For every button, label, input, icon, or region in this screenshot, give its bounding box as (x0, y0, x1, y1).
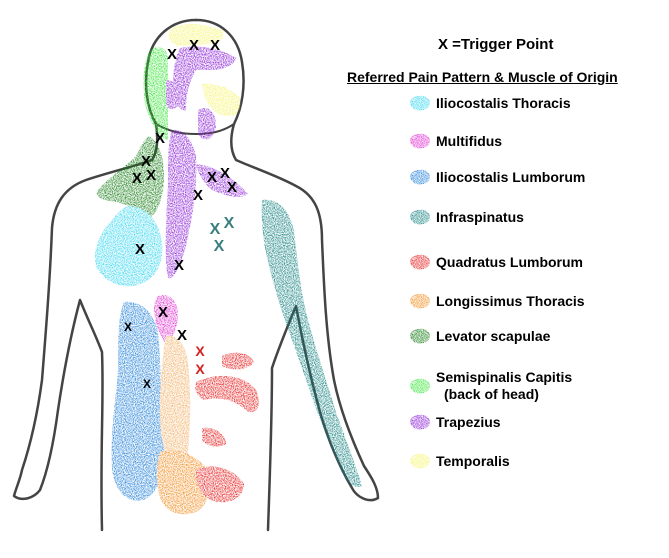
legend-label: Levator scapulae (436, 327, 551, 344)
swatch-blob (410, 328, 430, 344)
swatch-trapezius (408, 413, 432, 431)
swatch-iliocostalis-thoracis (408, 94, 432, 112)
swatch-blob (410, 169, 430, 185)
trigger-point: X (141, 153, 151, 170)
body-outline (12, 18, 198, 532)
legend-item-longissimus-thoracis: Longissimus Thoracis (408, 288, 585, 314)
zone-longissimus-upper (159, 335, 191, 469)
legend-label: Trapezius (436, 413, 501, 430)
trigger-point: X (189, 37, 199, 54)
swatch-blob (410, 378, 430, 394)
zone-quadratus-lumborum-4 (196, 466, 244, 503)
swatch-shape (410, 169, 430, 185)
swatch-shape (410, 414, 430, 430)
legend-label: Quadratus Lumborum (436, 253, 584, 270)
swatch-longissimus-thoracis (408, 292, 432, 310)
zone-trapezius-shoulder (196, 164, 248, 197)
legend-title: X =Trigger Point (438, 36, 554, 53)
trigger-point: X (174, 257, 184, 274)
zone-trapezius-neck (198, 107, 216, 140)
trigger-point: X (224, 215, 235, 232)
legend-label: Semispinalis Capitis (back of head) (436, 369, 572, 403)
zone-quadratus-lumborum-2 (195, 375, 259, 413)
zone-iliocostalis-lumborum (111, 301, 165, 501)
trigger-point: X (135, 241, 145, 258)
legend-label-sub: (back of head) (444, 386, 539, 402)
legend-item-iliocostalis-thoracis: Iliocostalis Thoracis (408, 90, 571, 116)
trigger-point: X (143, 377, 151, 391)
legend-item-multifidus: Multifidus (408, 128, 502, 154)
legend-label: Iliocostalis Lumborum (436, 168, 586, 185)
swatch-shape (410, 293, 430, 309)
zone-multifidus (154, 294, 178, 344)
swatch-blob (410, 254, 430, 270)
trigger-point: X (155, 130, 165, 147)
trigger-point: X (124, 320, 132, 334)
swatch-multifidus (408, 132, 432, 150)
zone-trapezius-cheek (166, 80, 181, 110)
swatch-blob (410, 453, 430, 469)
legend-item-temporalis: Temporalis (408, 448, 510, 474)
trigger-point: X (195, 343, 205, 359)
zone-temporalis (168, 24, 224, 46)
zone-trapezius-spine (165, 129, 197, 279)
trigger-point: X (214, 238, 225, 255)
swatch-blob (410, 209, 430, 225)
trigger-point: X (158, 304, 168, 321)
legend-item-quadratus-lumborum: Quadratus Lumborum (408, 249, 583, 275)
swatch-blob (410, 95, 430, 111)
swatch-shape (410, 378, 430, 394)
legend-label: Infraspinatus (436, 208, 524, 225)
legend-item-trapezius: Trapezius (408, 409, 501, 435)
legend-label: Multifidus (436, 132, 503, 149)
trigger-point: X (132, 170, 142, 187)
legend-label: Longissimus Thoracis (436, 292, 585, 309)
legend-label: Iliocostalis Thoracis (436, 94, 571, 111)
swatch-infraspinatus (408, 208, 432, 226)
zone-longissimus-lower (157, 450, 210, 515)
swatch-blob (410, 293, 430, 309)
trigger-point: X (210, 37, 220, 54)
swatch-shape (410, 453, 430, 469)
trigger-point: X (167, 46, 177, 63)
swatch-semispinalis-capitis (408, 377, 432, 395)
trigger-point: X (146, 167, 156, 184)
zone-temporalis-2 (202, 83, 241, 117)
swatch-shape (410, 254, 430, 270)
trigger-point: X (207, 169, 217, 186)
legend-item-iliocostalis-lumborum: Iliocostalis Lumborum (408, 164, 585, 190)
trigger-point: X (193, 187, 203, 204)
swatch-iliocostalis-lumborum (408, 168, 432, 186)
trigger-point: X (210, 221, 221, 238)
trigger-point: X (195, 361, 205, 377)
swatch-shape (410, 133, 430, 149)
zone-semispinalis-capitis (143, 47, 168, 141)
zone-trapezius-head (173, 46, 236, 111)
trigger-point: X (177, 327, 187, 344)
legend-item-levator-scapulae: Levator scapulae (408, 323, 550, 349)
swatch-levator-scapulae (408, 327, 432, 345)
zone-iliocostalis-thoracis (94, 206, 163, 287)
legend-label: Temporalis (436, 452, 510, 469)
swatch-shape (410, 95, 430, 111)
zone-infraspinatus (261, 199, 362, 488)
zone-quadratus-lumborum-3 (202, 427, 226, 447)
zone-quadratus-lumborum-1 (222, 352, 254, 370)
swatch-shape (410, 328, 430, 344)
legend-item-infraspinatus: Infraspinatus (408, 204, 524, 230)
swatch-quadratus-lumborum (408, 253, 432, 271)
legend-heading: Referred Pain Pattern & Muscle of Origin (347, 69, 618, 85)
zone-levator-scapulae (96, 136, 164, 218)
trigger-point: X (227, 179, 237, 196)
swatch-blob (410, 133, 430, 149)
swatch-temporalis (408, 452, 432, 470)
trigger-point: X (220, 165, 230, 182)
legend-label-main: Semispinalis Capitis (436, 369, 573, 385)
swatch-blob (410, 414, 430, 430)
legend-item-semispinalis-capitis: Semispinalis Capitis (back of head) (408, 366, 572, 406)
swatch-shape (410, 209, 430, 225)
